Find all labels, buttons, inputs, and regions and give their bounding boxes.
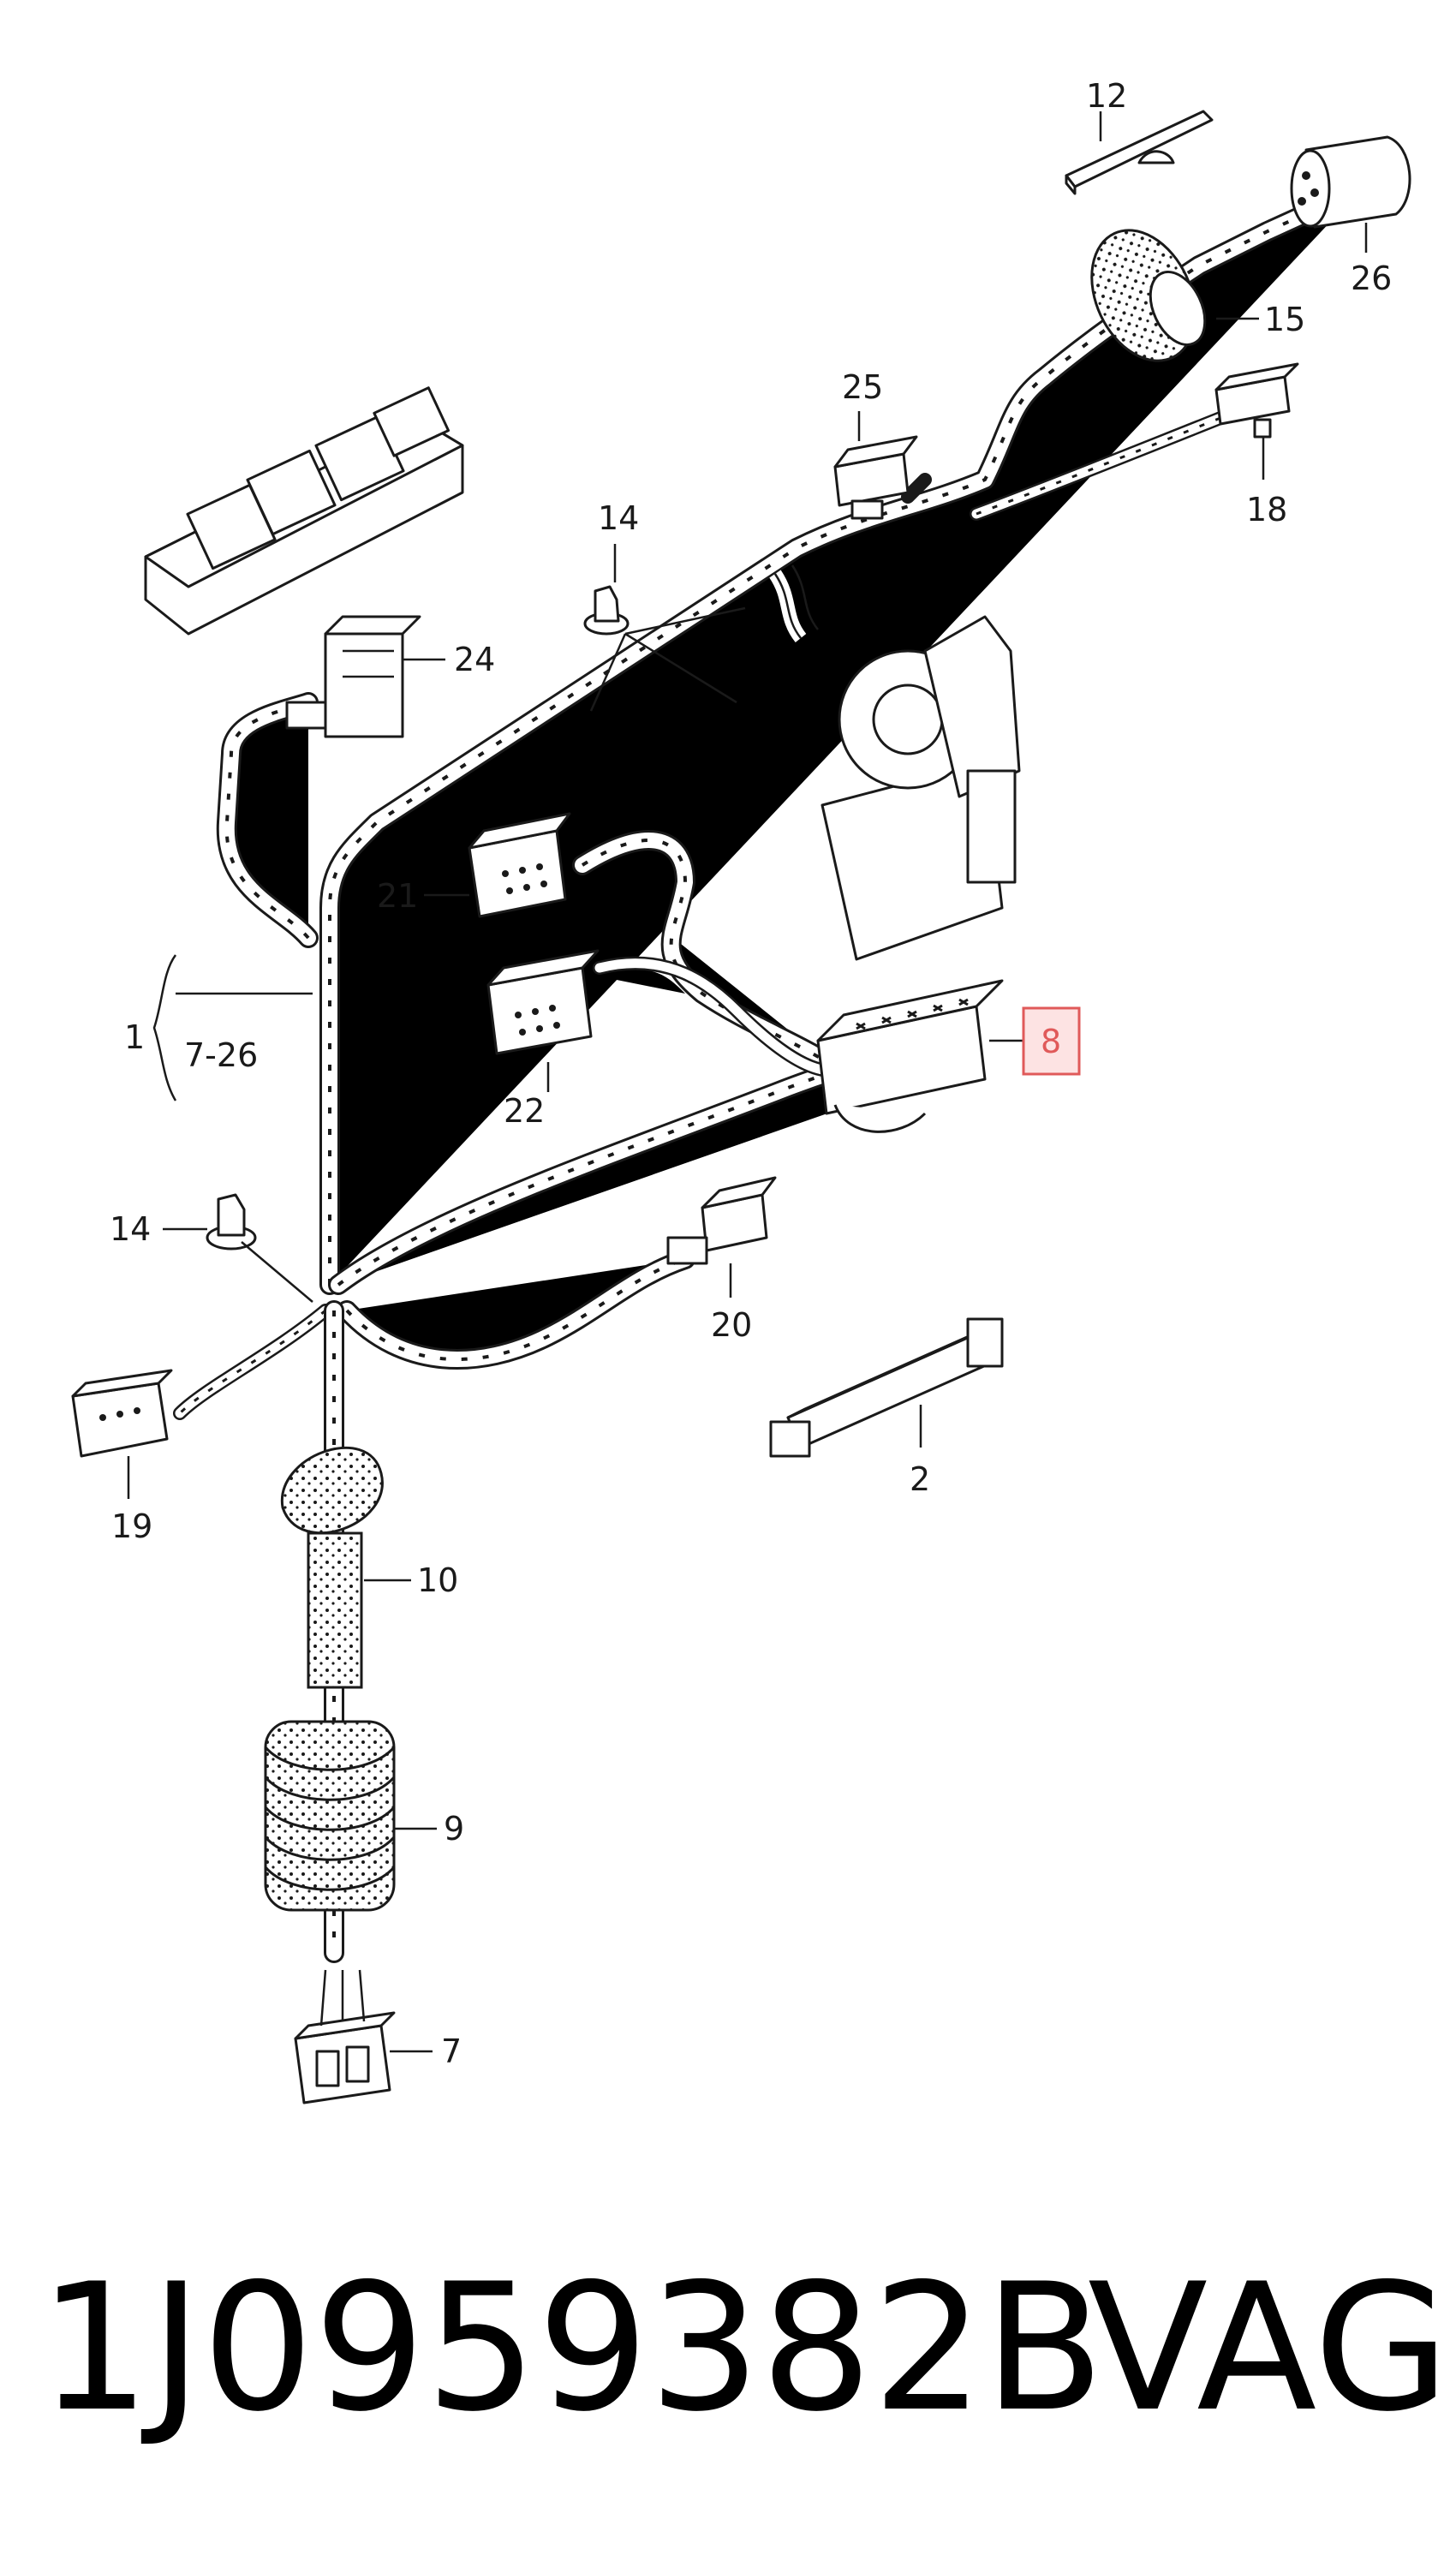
part-19-connector xyxy=(71,1369,173,1458)
callout-15: 15 xyxy=(1264,301,1305,338)
part-14-clip-top xyxy=(583,585,630,636)
part-26-round-connector xyxy=(1290,135,1411,229)
callout-19: 19 xyxy=(111,1507,152,1545)
callout-22: 22 xyxy=(504,1092,545,1130)
callout-20: 20 xyxy=(711,1306,752,1344)
callout-26: 26 xyxy=(1351,260,1392,297)
callout-14-top: 14 xyxy=(598,499,639,537)
callout-9: 9 xyxy=(444,1810,464,1848)
part-22-connector xyxy=(486,949,600,1055)
callout-8: 8 xyxy=(1041,1023,1061,1060)
part-15-grommet xyxy=(1090,229,1207,362)
callout-7: 7 xyxy=(441,2033,462,2070)
part-14-clip-lower xyxy=(206,1193,257,1251)
part-7-connector xyxy=(294,1969,396,2104)
part-25-connector xyxy=(833,435,918,520)
window-switch-panel xyxy=(144,386,464,636)
part-24-connector xyxy=(285,615,421,738)
callout-7-26: 7-26 xyxy=(184,1036,258,1074)
callout-10: 10 xyxy=(417,1561,458,1599)
leader-lines xyxy=(127,111,1368,2053)
callout-24: 24 xyxy=(454,641,495,678)
part-18-connector xyxy=(1214,362,1299,439)
callout-labels: 12 26 15 25 18 14 24 21 1 7-26 22 8 14 2… xyxy=(110,77,1392,2070)
part-10-sleeve xyxy=(280,1446,384,1689)
part-9-coil xyxy=(264,1720,396,1912)
part-12-trim-strip xyxy=(1065,110,1214,195)
callout-14-lower: 14 xyxy=(110,1210,151,1248)
callout-12: 12 xyxy=(1086,77,1127,115)
callout-21: 21 xyxy=(377,877,418,915)
harness-render xyxy=(180,188,1362,1953)
wiring-harness-diagram: 12 26 15 25 18 14 24 21 1 7-26 22 8 14 2… xyxy=(71,77,1411,2104)
part-20-connector xyxy=(666,1176,777,1265)
part-8-multipin-connector xyxy=(816,979,1004,1133)
callout-2: 2 xyxy=(910,1460,930,1498)
window-motor xyxy=(820,615,1021,961)
brand-name: VAG xyxy=(1088,2247,1450,2451)
part-number: 1J0959382B xyxy=(39,2247,1105,2451)
callout-1: 1 xyxy=(124,1018,145,1056)
callout-25: 25 xyxy=(842,368,883,406)
part-21-connector xyxy=(468,812,571,918)
callout-18: 18 xyxy=(1246,491,1287,528)
callout-8-highlight xyxy=(1022,1006,1081,1076)
part-2-plug xyxy=(769,1317,1004,1458)
